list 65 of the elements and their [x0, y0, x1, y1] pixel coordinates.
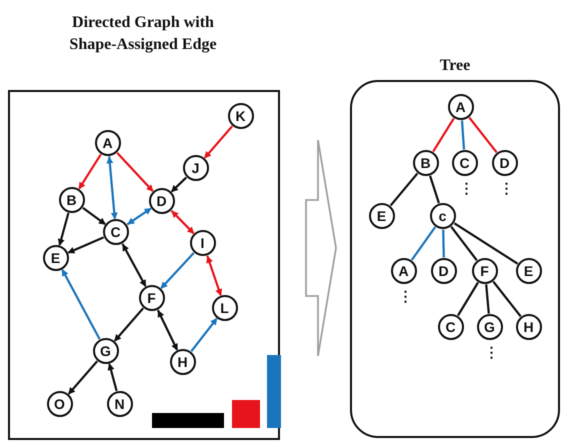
node-circle: F: [472, 258, 498, 284]
ellipsis-mark: ⋮: [460, 180, 470, 196]
arrow: [106, 156, 118, 220]
node-circle: A: [390, 258, 416, 284]
arrow: [67, 236, 104, 254]
node-circle: D: [430, 258, 456, 284]
tree-edge: [460, 120, 466, 150]
arrow: [58, 212, 70, 246]
node-circle: H: [516, 314, 542, 340]
node-circle: K: [228, 102, 254, 128]
arrow: [170, 176, 188, 192]
arrow: [190, 318, 218, 352]
node-circle: C: [438, 314, 464, 340]
arrow: [108, 363, 118, 392]
tree-edge: [432, 118, 455, 152]
node-circle: c: [430, 202, 456, 228]
node-circle: D: [148, 188, 174, 214]
ellipsis-mark: ⋮: [484, 344, 494, 360]
node-circle: A: [94, 130, 120, 156]
node-circle: C: [452, 150, 478, 176]
node-circle: E: [42, 244, 68, 270]
node-circle: B: [412, 150, 438, 176]
tree-edge: [492, 280, 522, 318]
arrow: [68, 360, 98, 395]
tree-edge: [468, 116, 498, 154]
arrow: [116, 152, 154, 192]
tree-edge: [442, 229, 445, 258]
panel-heading: Directed Graph with Shape-Assigned Edge: [68, 13, 218, 55]
node-circle: L: [212, 294, 238, 320]
ellipsis-mark: ⋮: [398, 288, 408, 304]
node-circle: H: [170, 348, 196, 374]
node-circle: O: [46, 390, 72, 416]
tree-edge: [450, 226, 478, 261]
arrow: [156, 310, 178, 351]
node-circle: E: [368, 202, 394, 228]
node-circle: I: [190, 230, 216, 256]
arrow: [78, 154, 102, 190]
arrow: [61, 269, 101, 340]
panel-heading: Tree: [438, 56, 472, 76]
arrow: [206, 255, 222, 296]
ellipsis-mark: ⋮: [500, 180, 510, 196]
node-circle: J: [182, 154, 208, 180]
arrow: [114, 307, 144, 342]
node-circle: A: [448, 94, 474, 120]
arrow: [170, 210, 194, 234]
node-circle: C: [102, 218, 128, 244]
node-circle: B: [58, 186, 84, 212]
arrow: [122, 243, 146, 287]
arrow: [126, 208, 152, 226]
node-circle: N: [106, 390, 132, 416]
tree-edge: [429, 176, 440, 204]
arrow: [82, 207, 106, 225]
arrow: [204, 125, 234, 159]
tree-edge: [485, 284, 490, 314]
hollow-arrow: [305, 139, 337, 357]
node-circle: E: [516, 258, 542, 284]
node-circle: G: [476, 314, 502, 340]
tree-edge: [457, 282, 479, 316]
node-circle: G: [92, 338, 118, 364]
tree-edge: [410, 226, 436, 261]
arrow: [160, 252, 195, 289]
node-circle: F: [138, 284, 164, 310]
tree-edge: [390, 172, 418, 206]
node-circle: D: [492, 150, 518, 176]
tree-edge: [454, 222, 518, 265]
